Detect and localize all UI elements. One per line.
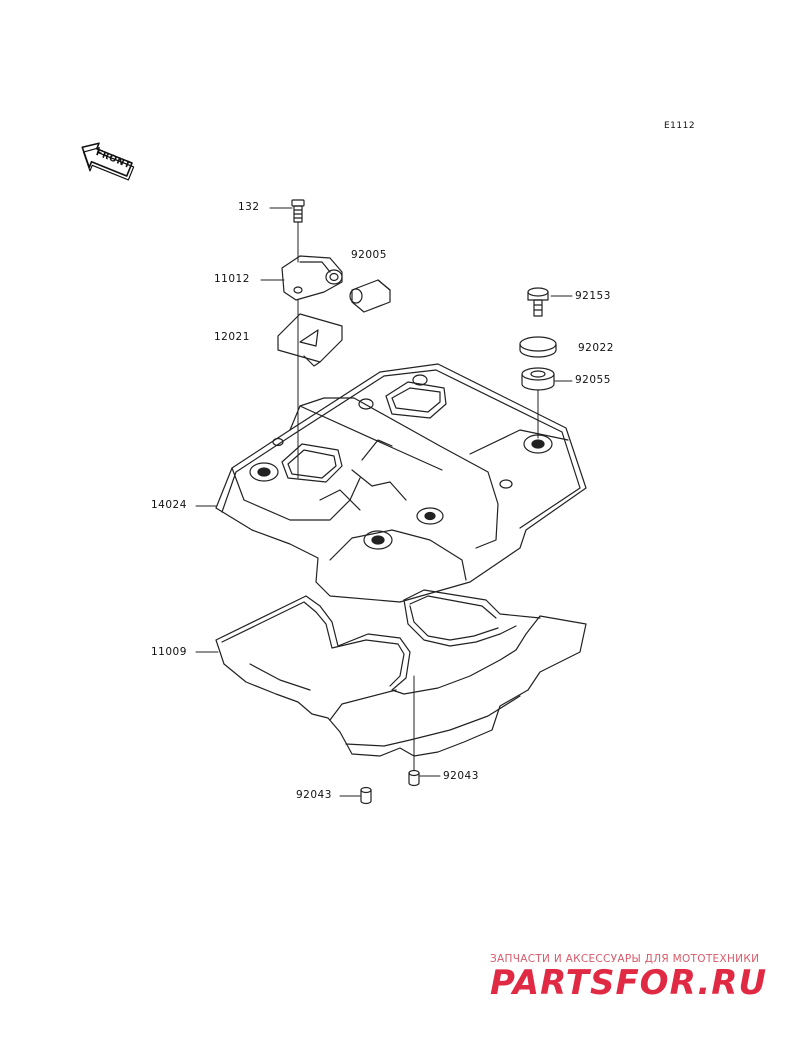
part-label-92022: 92022 (578, 342, 614, 354)
part-label-132: 132 (238, 201, 260, 213)
dowel-pin-92043-a-icon (408, 769, 420, 787)
front-arrow-icon (81, 142, 135, 181)
watermark-brand: PARTSFOR.RU (490, 963, 768, 1003)
part-label-12021: 12021 (214, 331, 250, 343)
bolt-132-icon (291, 199, 305, 223)
grommet-92005-icon (349, 279, 391, 313)
breather-cover-11012-icon (281, 255, 343, 301)
bolt-92153-icon (527, 287, 549, 317)
watermark-subtitle: ЗАПЧАСТИ И АКСЕССУАРЫ ДЛЯ МОТОТЕХНИКИ (490, 953, 760, 965)
part-label-14024: 14024 (151, 499, 187, 511)
grommet-92055-icon (521, 367, 555, 391)
part-label-92055: 92055 (575, 374, 611, 386)
breather-plate-12021-icon (277, 313, 343, 367)
part-label-11012: 11012 (214, 273, 250, 285)
dowel-pin-92043-b-icon (360, 786, 372, 805)
part-label-92043-b: 92043 (296, 789, 332, 801)
part-label-92043-a: 92043 (443, 770, 479, 782)
part-label-92153: 92153 (575, 290, 611, 302)
part-label-11009: 11009 (151, 646, 187, 658)
gasket-11009-icon (215, 589, 587, 757)
cylinder-head-cover-14024-icon (215, 363, 587, 603)
diagram-code: E1112 (664, 121, 696, 131)
part-label-92005: 92005 (351, 249, 387, 261)
washer-92022-icon (519, 336, 557, 358)
